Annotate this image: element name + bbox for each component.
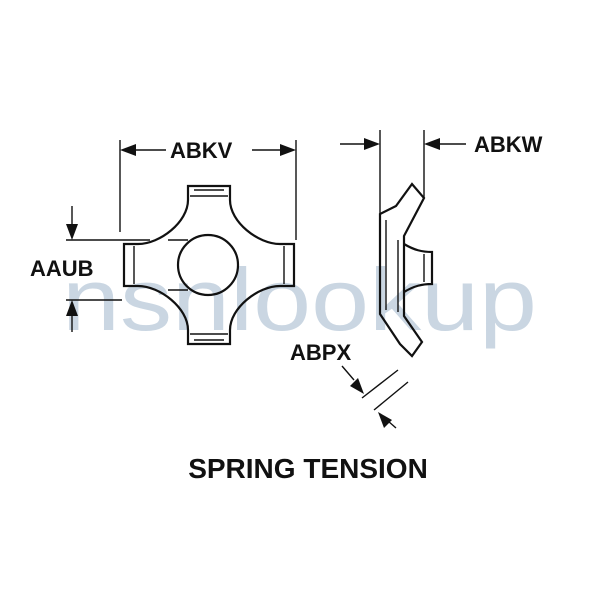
caption: SPRING TENSION: [188, 453, 428, 484]
front-view: ABKV AAUB: [30, 138, 297, 346]
abkw-label: ABKW: [474, 132, 543, 157]
abkw-arrow-right: [424, 138, 440, 150]
center-hole: [176, 233, 240, 297]
abpx-arrow-bottom: [378, 412, 392, 428]
spring-body-outline: [122, 184, 296, 346]
side-profile-inner: [385, 220, 399, 312]
side-boss: [403, 243, 434, 293]
inner-tab-marks: [168, 239, 188, 291]
side-profile-outer: [378, 182, 426, 358]
aaub-arrow-bottom: [66, 300, 78, 316]
watermark: nsnlookup: [62, 250, 537, 349]
abkv-extension-lines: [119, 140, 297, 240]
aaub-label: AAUB: [30, 256, 94, 281]
abkw-arrow-left: [364, 138, 380, 150]
abpx-extension-lines: [361, 369, 409, 411]
abkv-arrow-right: [280, 144, 296, 156]
abkv-arrow-left: [120, 144, 136, 156]
aaub-extension-lines: [66, 239, 150, 301]
abkv-label: ABKV: [170, 138, 233, 163]
abkw-extension-lines: [379, 130, 425, 214]
abpx-arrow-top: [350, 378, 364, 394]
aaub-arrow-top: [66, 224, 78, 240]
side-view: ABKW ABPX: [290, 130, 543, 429]
abpx-label: ABPX: [290, 340, 351, 365]
tab-fold-lines: [133, 189, 285, 341]
